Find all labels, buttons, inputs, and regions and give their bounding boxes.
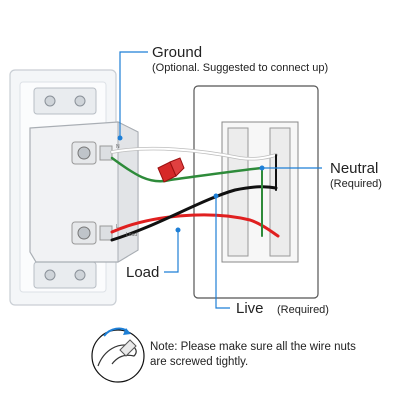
label-live-note: (Required) xyxy=(277,304,329,316)
label-ground-note: (Optional. Suggested to connect up) xyxy=(152,62,329,74)
note-line-2: are screwed tightly. xyxy=(150,356,249,368)
wall-box xyxy=(193,85,319,299)
wire-nut-hand-icon xyxy=(91,327,145,383)
label-neutral: Neutral xyxy=(330,160,379,177)
label-neutral-note: (Required) xyxy=(330,178,382,190)
wire-nut xyxy=(157,157,185,183)
wire-nut-note: Note: Please make sure all the wire nuts… xyxy=(150,340,356,370)
label-load: Load xyxy=(126,264,160,281)
leader-lines xyxy=(117,51,322,309)
device-mark-n: N xyxy=(116,144,120,150)
device-mark-load: Load xyxy=(126,232,137,238)
label-live: Live xyxy=(236,300,264,317)
load-wire xyxy=(110,213,280,238)
note-line-1: Note: Please make sure all the wire nuts xyxy=(150,341,356,353)
smart-switch-body xyxy=(29,121,139,263)
live-wire xyxy=(110,185,278,242)
label-ground: Ground xyxy=(152,44,203,61)
wires xyxy=(110,146,280,242)
device-mark-l: L xyxy=(116,224,119,230)
ground-wire xyxy=(110,156,264,183)
